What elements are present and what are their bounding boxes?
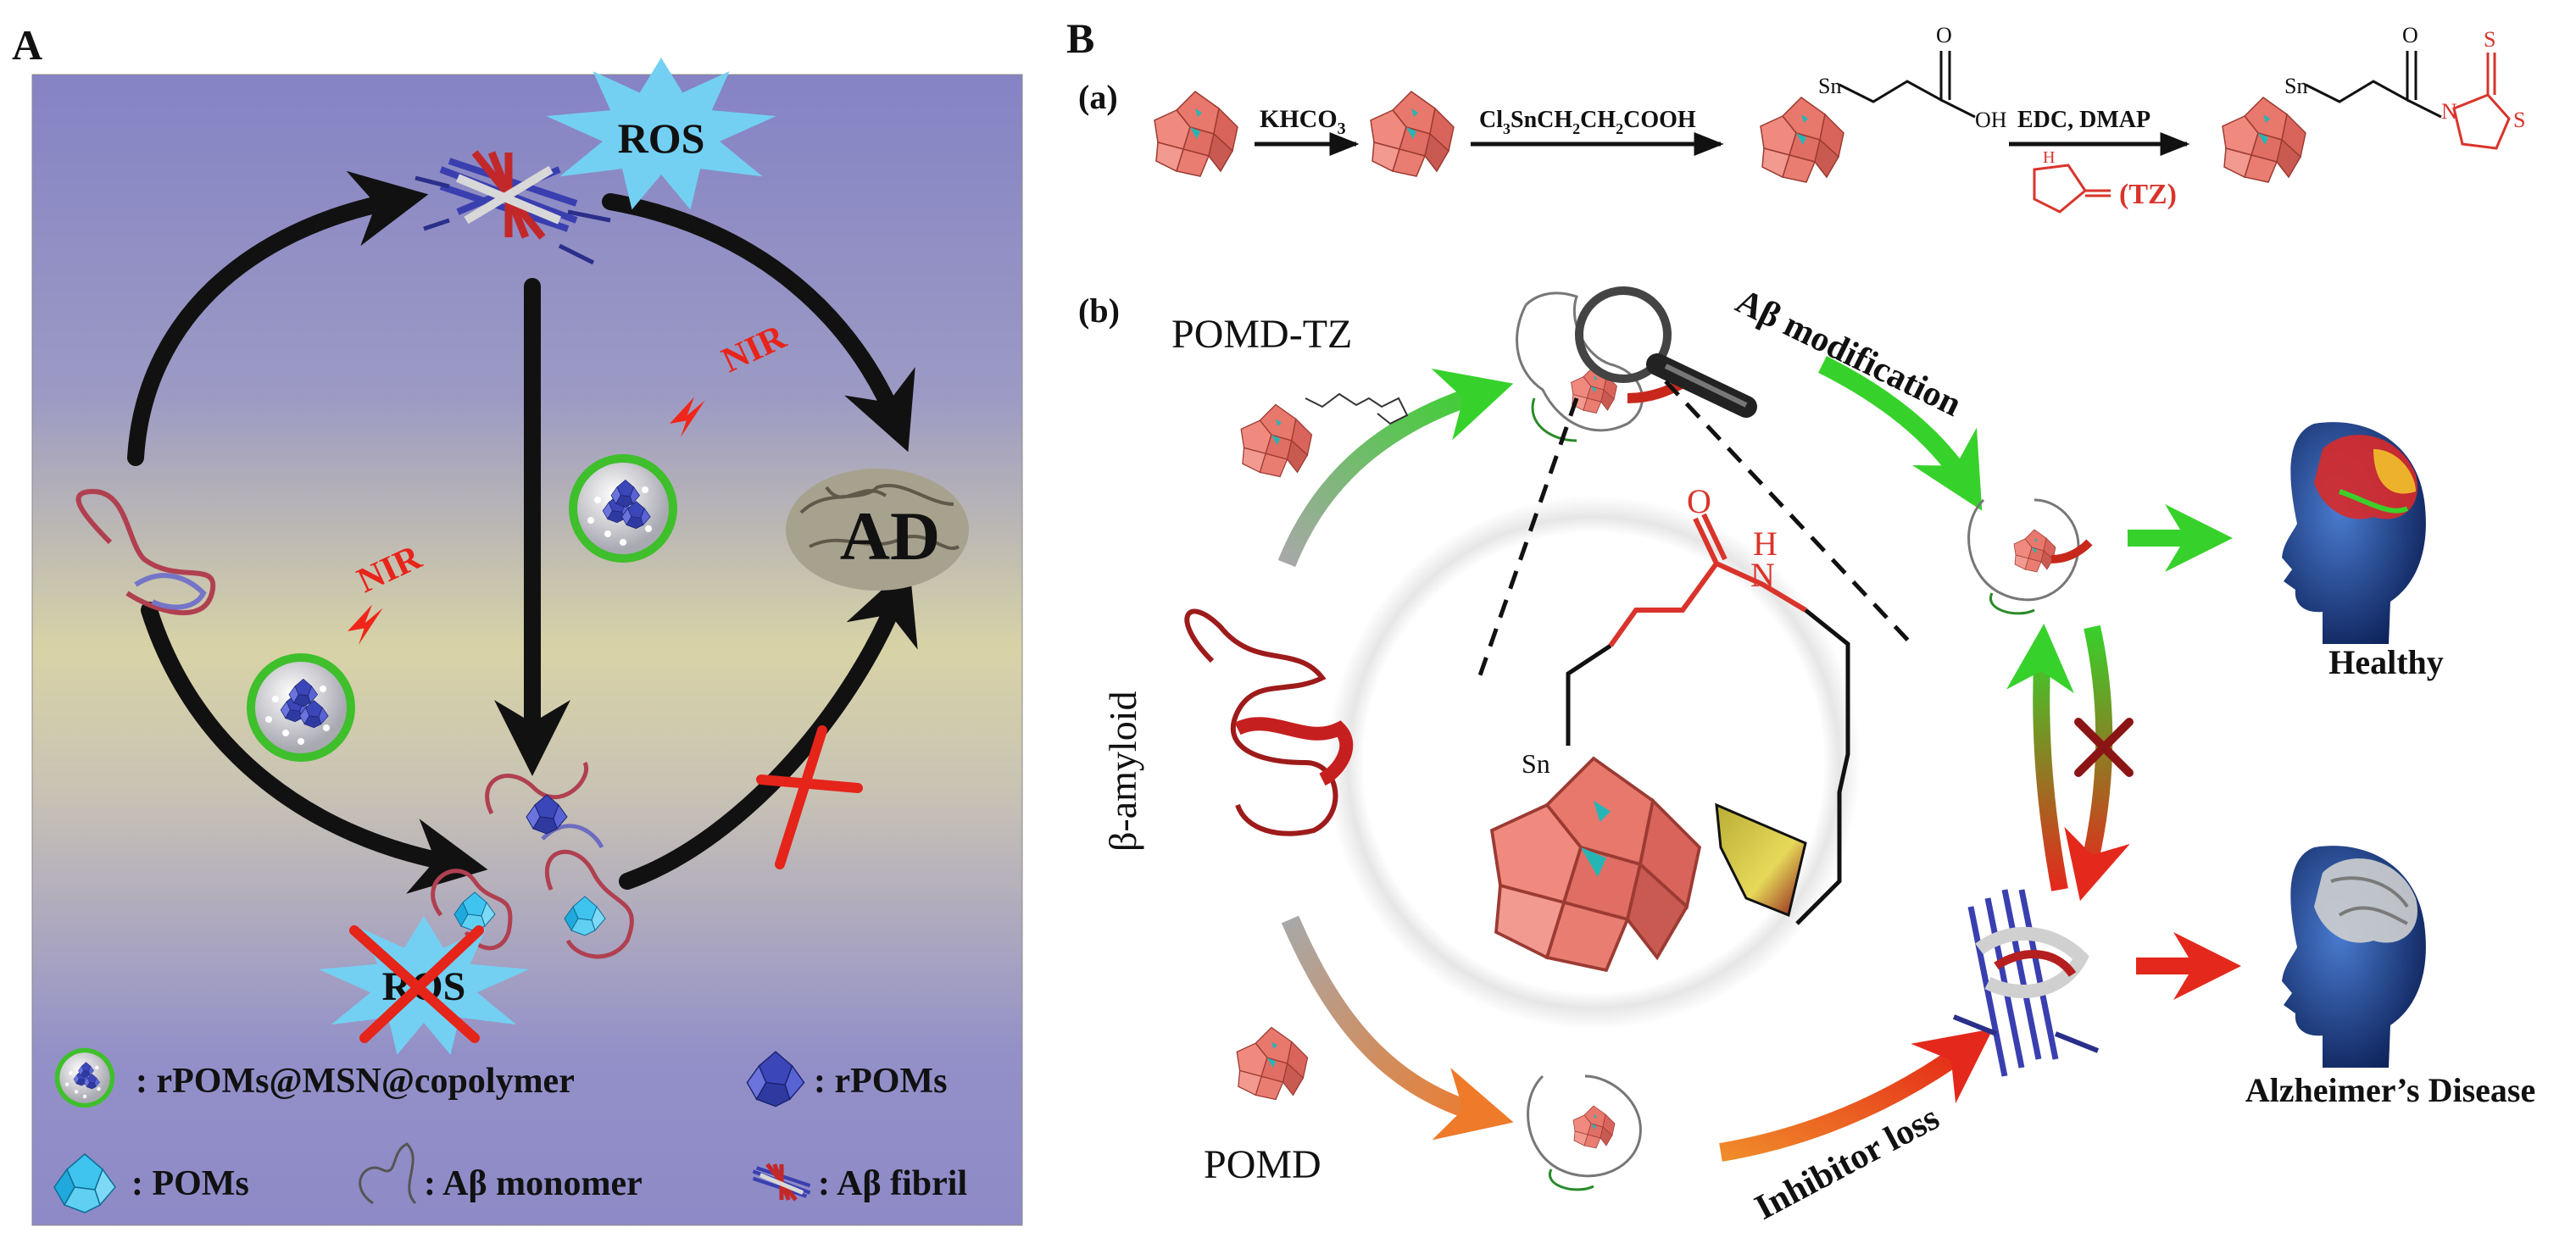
legend-rpoms-msn: : rPOMs@MSN@copolymer (136, 1062, 575, 1101)
pom-step-3 (1760, 97, 1844, 183)
sn-label-4: Sn (2284, 74, 2307, 98)
pomd-tz-cluster (1240, 403, 1313, 478)
beta-amyloid-label: β-amyloid (1101, 691, 1144, 852)
arrow-monomer-to-poms (141, 602, 488, 894)
sn-linker-acid (1839, 51, 1976, 119)
legend-monomer-icon (359, 1142, 417, 1205)
reagent-khco3: KHCO3 (1260, 105, 1346, 138)
pomd-complex-pom (1572, 1105, 1616, 1149)
legend-rpoms: : rPOMs (814, 1062, 947, 1101)
pomd-label: POMD (1204, 1142, 1321, 1187)
o-label-4: O (2402, 23, 2418, 47)
pom-step-2 (1370, 91, 1455, 177)
arrow-up-green (2006, 624, 2074, 891)
tz-h-small: H (2043, 148, 2055, 167)
central-o-label: O (1687, 482, 1711, 520)
reagent-edc: EDC, DMAP (2017, 107, 2150, 133)
ad-brain (786, 469, 969, 591)
panel-a-arrows (127, 170, 918, 894)
central-linker-black (1566, 608, 1850, 925)
o-label-3: O (1936, 23, 1952, 47)
pomd-tz-label: POMD-TZ (1171, 312, 1352, 357)
panel-b-label: B (1066, 14, 1094, 62)
pomd-cluster (1236, 1026, 1309, 1101)
panel-a-label: A (12, 21, 42, 69)
oh-label-3: OH (1975, 108, 2007, 132)
n-label-4: N (2441, 99, 2457, 124)
central-h-label: H (1753, 525, 1778, 563)
top-complex-peptide (1516, 291, 1644, 442)
reagent-cl3sn: Cl3SnCH2CH2COOH (1479, 107, 1696, 137)
central-ribbon (1715, 802, 1807, 918)
blocked-cross-a (756, 725, 863, 869)
sn-linker-tz (2305, 51, 2442, 119)
tz-ring-product (2452, 53, 2511, 150)
legend-panel-a: : rPOMs@MSN@copolymer : rPOMs : POMs : A… (53, 1048, 967, 1213)
pomd-complex (1527, 1074, 1642, 1191)
ros-top-label: ROS (618, 114, 705, 162)
legend-abeta-monomer: : Aβ monomer (424, 1164, 643, 1203)
sub-label-a: (a) (1078, 78, 1118, 116)
blocked-cross-b (2074, 718, 2134, 777)
abeta-modification-label: Aβ modification (1730, 282, 1967, 425)
monomer-with-poms-1 (431, 869, 513, 951)
abeta-fibril-top (414, 150, 611, 265)
pomd-tz-linker (1305, 392, 1409, 425)
arrow-fibril-to-ad (602, 193, 915, 452)
s-label-4b: S (2513, 108, 2525, 132)
legend-nano-icon (55, 1048, 114, 1107)
beta-amyloid-peptide (1184, 608, 1354, 836)
arrow-down-red (2064, 624, 2130, 902)
legend-abeta-fibril: : Aβ fibril (818, 1164, 967, 1203)
nanoparticle-left (247, 653, 355, 762)
healthy-head (2282, 422, 2426, 644)
legend-poms: : POMs (131, 1164, 249, 1203)
central-linker-red (1608, 513, 1807, 647)
pom-step-4 (2222, 97, 2306, 183)
tz-ring-small (2033, 164, 2111, 214)
arrow-poms-to-ad (619, 564, 918, 890)
arc-abeta-modification (1818, 356, 1983, 511)
sub-label-b: (b) (1078, 291, 1120, 330)
magnifier-icon (1575, 286, 1757, 418)
monomer-with-poms-2 (544, 849, 634, 959)
alzheimers-head (2282, 846, 2426, 1068)
alzheimers-label: Alzheimer’s Disease (2245, 1071, 2535, 1109)
healthy-label: Healthy (2328, 643, 2444, 681)
tz-label: (TZ) (2119, 179, 2177, 210)
ad-label: AD (840, 497, 940, 575)
modified-complex (1967, 498, 2080, 615)
pom-step-1 (1154, 91, 1238, 177)
arrow-monomer-to-fibril (127, 170, 429, 466)
arc-to-pomd (1281, 915, 1514, 1141)
zoom-guides (1477, 380, 1913, 679)
ros-bottom-cross (349, 925, 484, 1043)
arc-inhibitor-loss (1719, 1029, 1994, 1162)
nanoparticle-right (569, 454, 677, 563)
modified-complex-pom (2013, 529, 2056, 573)
abeta-fibril-right (1952, 889, 2100, 1077)
legend-fibril-icon (752, 1163, 811, 1202)
abeta-monomer-left (75, 488, 216, 616)
modified-complex-ribbon (2050, 539, 2093, 563)
central-n-label: N (1750, 556, 1775, 594)
arc-to-pomd-tz (1277, 369, 1514, 568)
s-label-4a: S (2484, 27, 2495, 52)
sn-label-3: Sn (1818, 74, 1841, 98)
central-sn-label: Sn (1522, 748, 1550, 779)
